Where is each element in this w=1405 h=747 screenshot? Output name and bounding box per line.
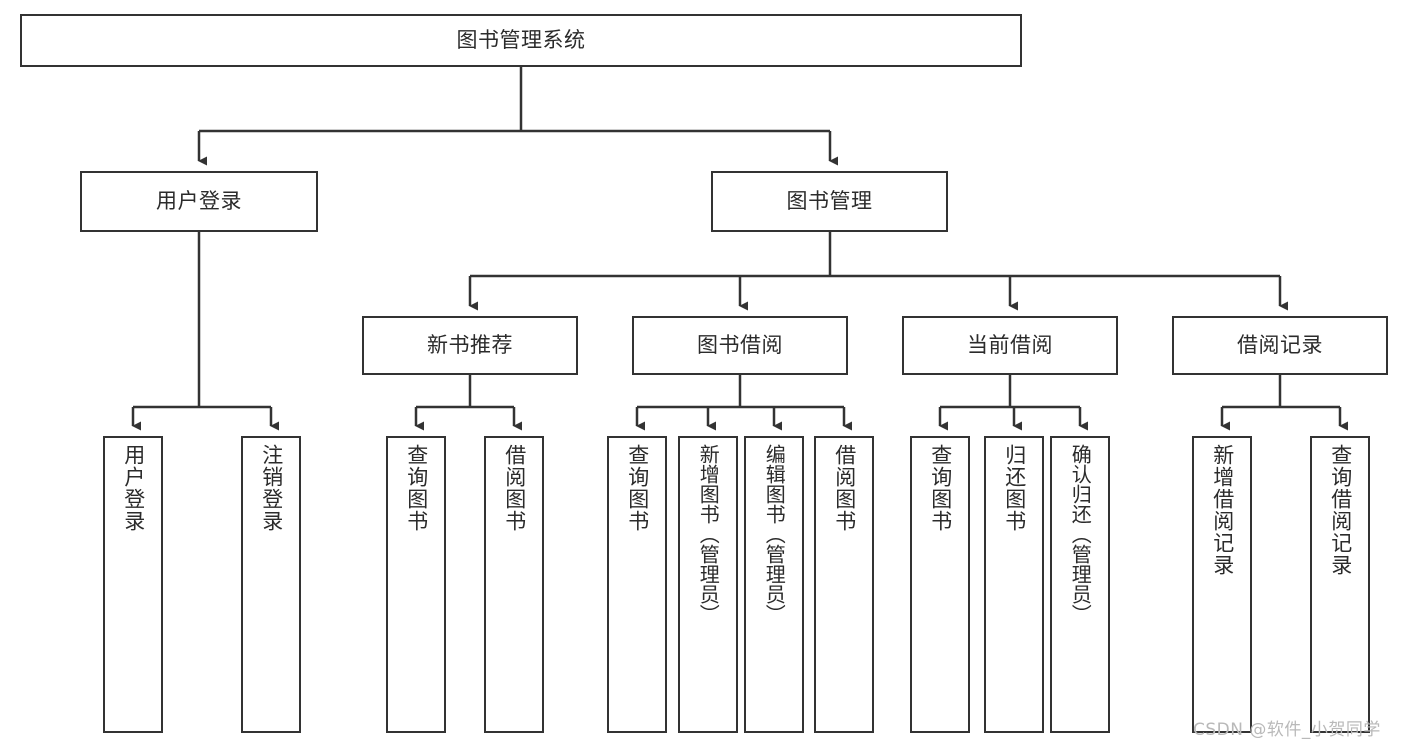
node-label: 新书推荐 <box>427 333 513 358</box>
node-label: 查询图书 <box>625 444 650 532</box>
node-label: 借阅图书 <box>832 444 857 532</box>
node-book-manage[interactable]: 图书管理 <box>711 171 948 232</box>
node-borrow-record[interactable]: 借阅记录 <box>1172 316 1388 375</box>
node-label: 图书管理系统 <box>456 28 586 53</box>
node-label: 用户登录 <box>121 444 146 532</box>
node-book-borrow[interactable]: 图书借阅 <box>632 316 848 375</box>
node-label: 当前借阅 <box>967 333 1053 358</box>
node-label: 查询借阅记录 <box>1328 444 1353 576</box>
csdn-watermark: CSDN @软件_小贺同学 <box>1193 720 1381 740</box>
node-label: 图书借阅 <box>697 333 783 358</box>
node-leaf-edit-book-admin[interactable]: 编辑图书（管理员） <box>744 436 804 733</box>
node-leaf-user-login[interactable]: 用户登录 <box>103 436 163 733</box>
node-leaf-add-borrow-record[interactable]: 新增借阅记录 <box>1192 436 1252 733</box>
node-leaf-borrow-book-1[interactable]: 借阅图书 <box>484 436 544 733</box>
node-label: 归还图书 <box>1002 444 1027 532</box>
node-label: 确认归还（管理员） <box>1068 444 1093 624</box>
node-leaf-query-book-2[interactable]: 查询图书 <box>607 436 667 733</box>
node-leaf-borrow-book-2[interactable]: 借阅图书 <box>814 436 874 733</box>
node-leaf-user-logout[interactable]: 注销登录 <box>241 436 301 733</box>
node-label: 注销登录 <box>259 444 284 532</box>
node-leaf-query-borrow-record[interactable]: 查询借阅记录 <box>1310 436 1370 733</box>
node-root[interactable]: 图书管理系统 <box>20 14 1022 67</box>
node-leaf-confirm-return-admin[interactable]: 确认归还（管理员） <box>1050 436 1110 733</box>
node-label: 借阅记录 <box>1237 333 1323 358</box>
node-new-book-rec[interactable]: 新书推荐 <box>362 316 578 375</box>
node-label: 借阅图书 <box>502 444 527 532</box>
node-leaf-add-book-admin[interactable]: 新增图书（管理员） <box>678 436 738 733</box>
node-label: 新增图书（管理员） <box>696 444 721 624</box>
node-leaf-query-book-1[interactable]: 查询图书 <box>386 436 446 733</box>
node-label: 新增借阅记录 <box>1210 444 1235 576</box>
node-label: 查询图书 <box>404 444 429 532</box>
node-user-login[interactable]: 用户登录 <box>80 171 318 232</box>
node-label: 查询图书 <box>928 444 953 532</box>
node-leaf-query-book-3[interactable]: 查询图书 <box>910 436 970 733</box>
node-leaf-return-book[interactable]: 归还图书 <box>984 436 1044 733</box>
node-label: 图书管理 <box>786 189 873 214</box>
node-current-borrow[interactable]: 当前借阅 <box>902 316 1118 375</box>
node-label: 用户登录 <box>156 189 242 214</box>
node-label: 编辑图书（管理员） <box>762 444 787 624</box>
